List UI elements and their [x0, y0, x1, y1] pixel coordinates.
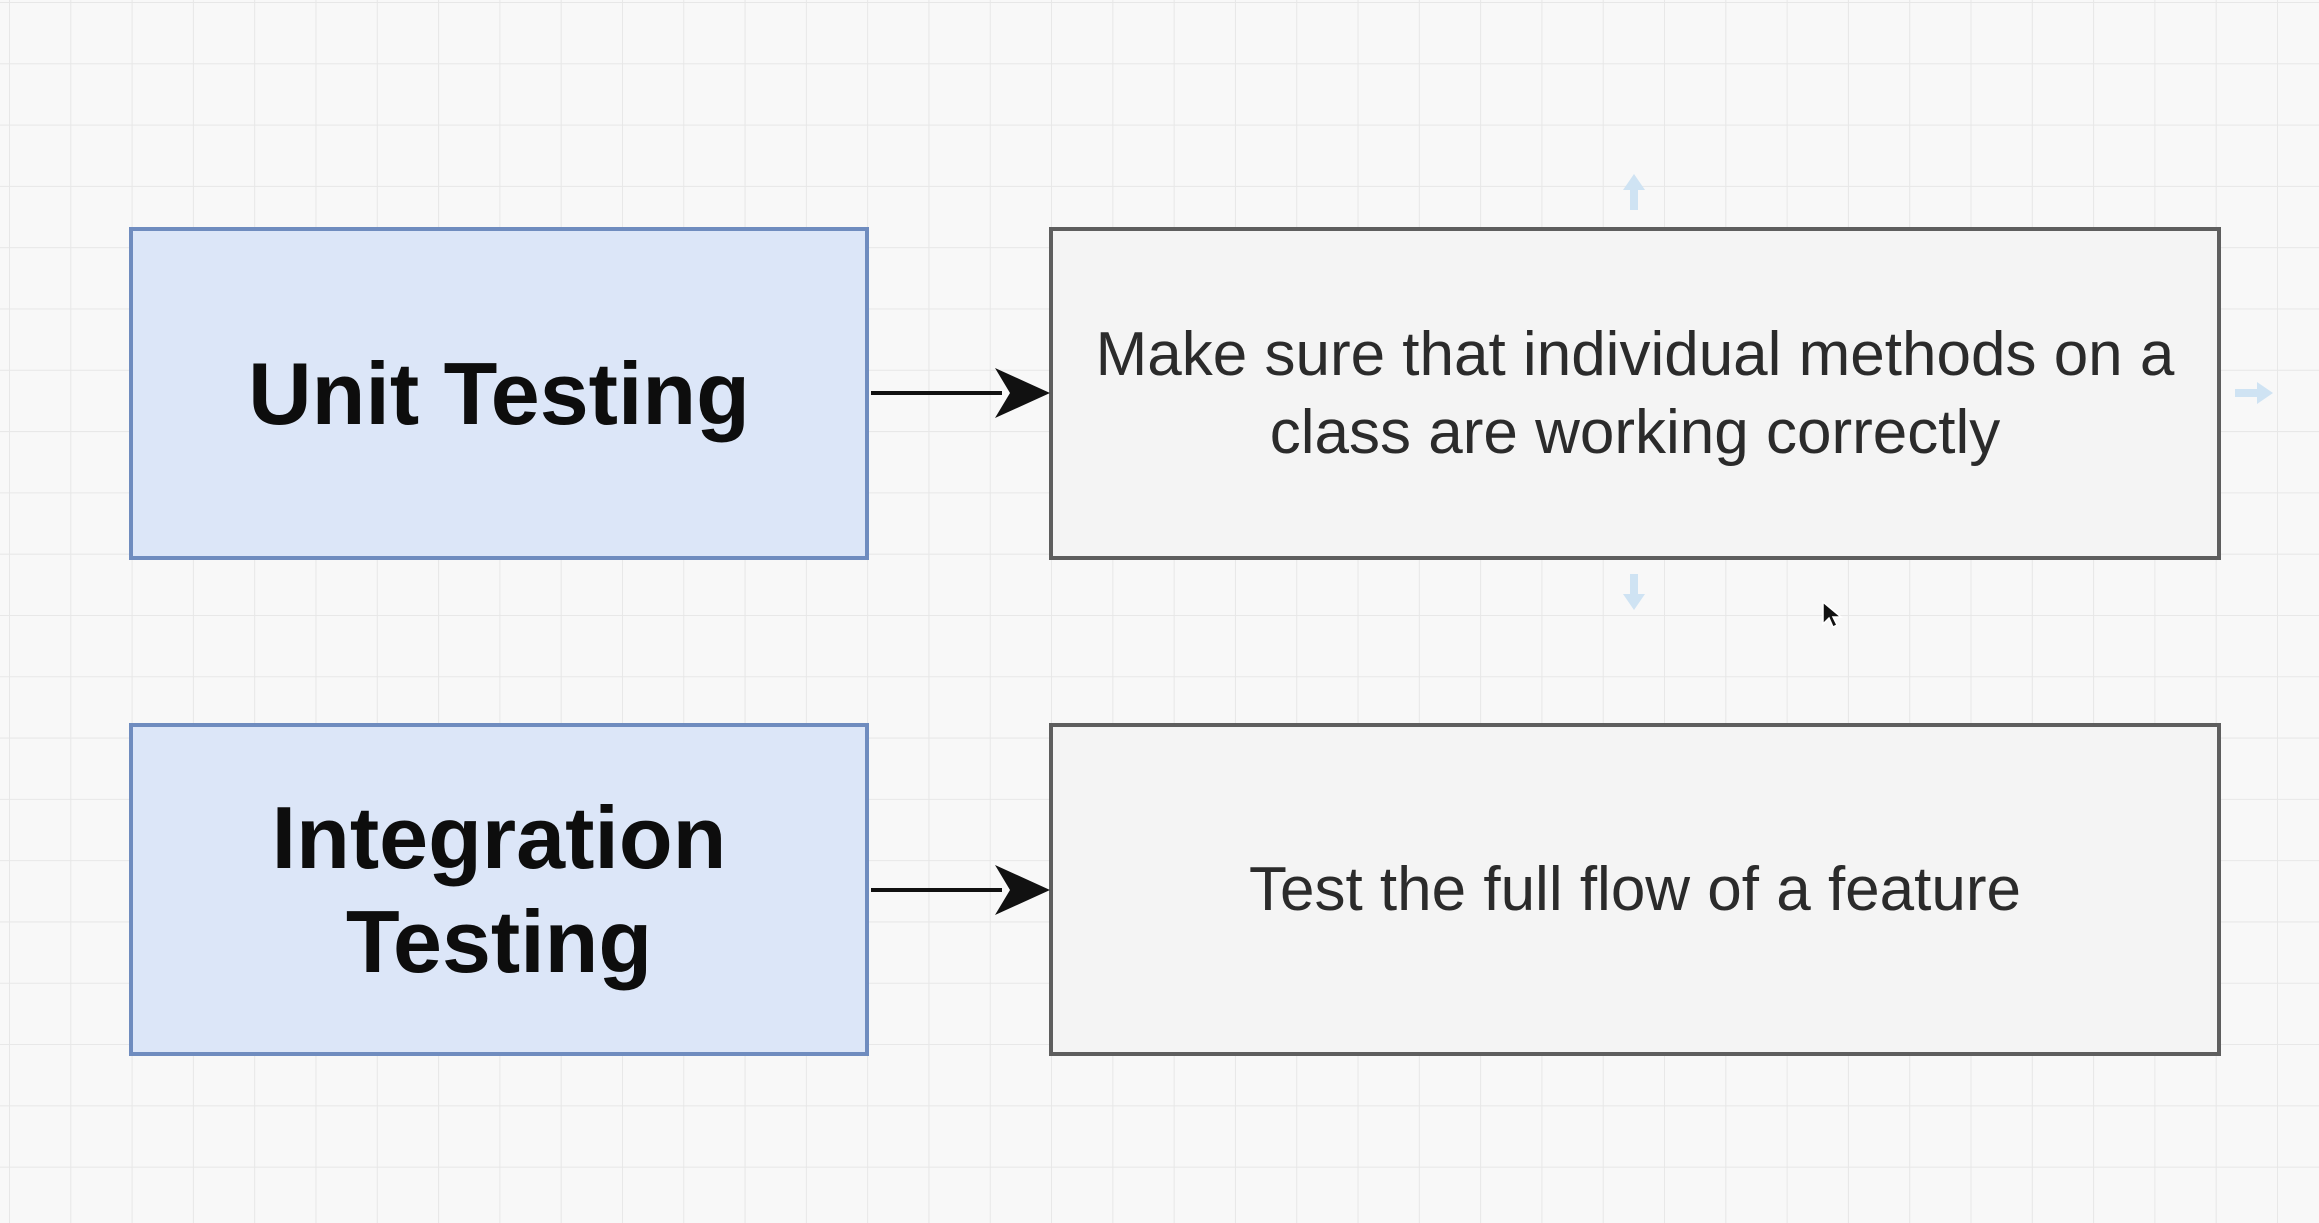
- arrow-right-icon: [995, 865, 1050, 915]
- integration-testing-connector[interactable]: [871, 865, 1050, 915]
- unit-testing-description-box[interactable]: Make sure that individual methods on a c…: [1049, 227, 2221, 560]
- selection-handle-right[interactable]: [2235, 382, 2273, 404]
- mouse-pointer-icon: [1822, 600, 1843, 629]
- unit-testing-label: Unit Testing: [248, 343, 750, 443]
- arrow-down-icon: [1623, 574, 1645, 610]
- arrow-right-icon: [995, 368, 1050, 418]
- unit-testing-description: Make sure that individual methods on a c…: [1095, 319, 2175, 467]
- integration-testing-description: Test the full flow of a feature: [1249, 854, 2021, 924]
- selection-handle-top[interactable]: [1623, 174, 1645, 210]
- integration-testing-description-box[interactable]: Test the full flow of a feature: [1049, 723, 2221, 1056]
- selection-handle-bottom[interactable]: [1623, 574, 1645, 610]
- arrow-up-icon: [1623, 174, 1645, 210]
- integration-testing-box[interactable]: Integration Testing: [129, 723, 869, 1056]
- unit-testing-connector[interactable]: [871, 368, 1050, 418]
- arrow-right-icon: [2235, 382, 2273, 404]
- unit-testing-box[interactable]: Unit Testing: [129, 227, 869, 560]
- integration-testing-label: Integration Testing: [271, 787, 727, 991]
